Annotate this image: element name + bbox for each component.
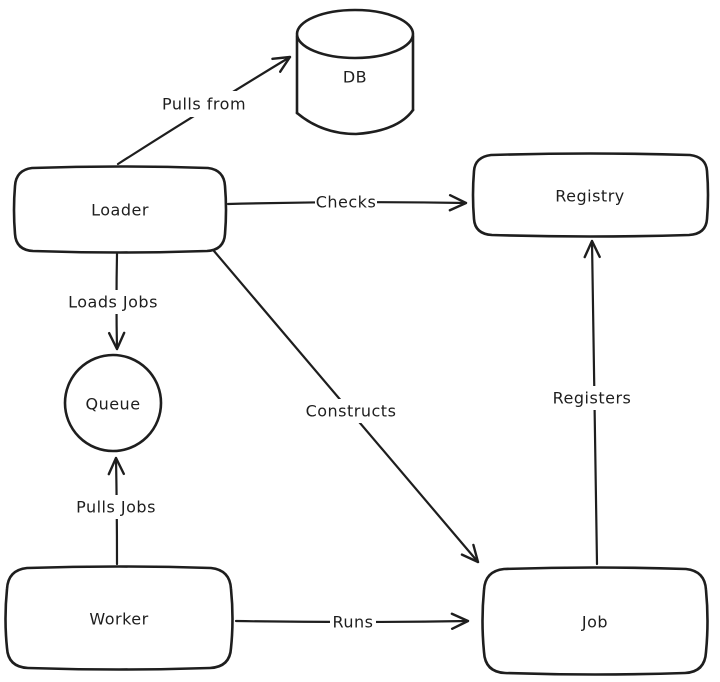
node-label-loader: Loader: [91, 201, 149, 220]
node-job: Job: [481, 566, 709, 676]
edge-label-pulls-jobs: Pulls Jobs: [70, 495, 162, 519]
node-queue: Queue: [63, 353, 163, 453]
label-background: [303, 399, 399, 423]
loader-box: [12, 165, 228, 254]
edge-label: Checks: [316, 193, 377, 212]
node-label-registry: Registry: [555, 187, 625, 206]
label-background: [70, 495, 162, 519]
label-background: [551, 386, 633, 410]
edge-label-registers: Registers: [551, 386, 633, 410]
edge-label-checks: Checks: [315, 190, 377, 214]
job-box: [481, 566, 709, 676]
node-db: DB: [295, 8, 415, 136]
queue-circle: [63, 353, 163, 453]
edge-label: Constructs: [306, 402, 397, 421]
registry-box: [471, 152, 710, 238]
label-background: [156, 91, 252, 117]
edge-label-runs: Runs: [330, 610, 376, 634]
worker-box: [4, 565, 234, 671]
edge-label: Registers: [553, 389, 632, 408]
db-cylinder-bottom: [295, 108, 415, 136]
edge-label: Loads Jobs: [68, 293, 158, 312]
db-cylinder-top: [295, 8, 415, 60]
label-background: [330, 610, 376, 634]
edge-label-pulls-from: Pulls from: [156, 91, 252, 117]
node-label-job: Job: [581, 613, 608, 632]
node-label-queue: Queue: [85, 395, 140, 414]
node-registry: Registry: [471, 152, 710, 238]
edge-label: Runs: [332, 613, 373, 632]
node-loader: Loader: [12, 165, 228, 254]
edge-label-loads-jobs: Loads Jobs: [66, 290, 160, 314]
edge-label: Pulls Jobs: [76, 498, 156, 517]
edge-label: Pulls from: [162, 95, 246, 114]
node-worker: Worker: [4, 565, 234, 671]
edge-label-constructs: Constructs: [303, 399, 399, 423]
label-background: [315, 190, 377, 214]
label-background: [66, 290, 160, 314]
node-label-worker: Worker: [89, 610, 148, 629]
node-label-db: DB: [343, 68, 367, 87]
